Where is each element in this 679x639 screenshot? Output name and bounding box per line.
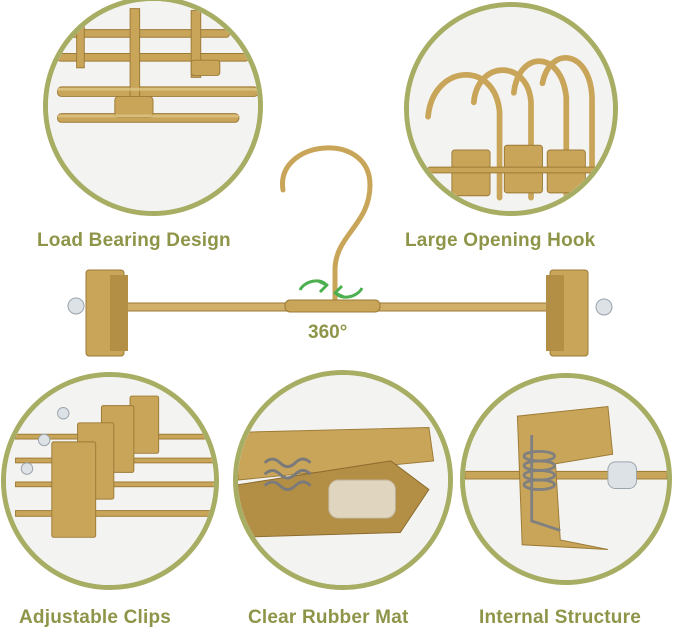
load-bearing-closeup	[43, 0, 263, 216]
internal-structure-label: Internal Structure	[479, 607, 641, 628]
adjustable-clips-label: Adjustable Clips	[19, 607, 172, 628]
rubber-mat-photo	[238, 375, 448, 585]
rubber-mat-label: Clear Rubber Mat	[248, 607, 409, 628]
load-bearing-photo	[48, 1, 258, 211]
large-hook-label: Large Opening Hook	[405, 230, 596, 251]
clips-photo	[6, 377, 214, 585]
internal-structure-photo	[465, 378, 667, 580]
rotation-label: 360°	[308, 322, 348, 343]
rubber-mat-closeup	[233, 370, 453, 590]
rotate-arrows-icon	[298, 279, 364, 299]
internal-structure-closeup	[460, 373, 672, 585]
hooks-photo	[409, 7, 613, 211]
load-bearing-label: Load Bearing Design	[37, 230, 231, 251]
large-hook-closeup	[404, 2, 618, 216]
adjustable-clips-closeup	[1, 372, 219, 590]
